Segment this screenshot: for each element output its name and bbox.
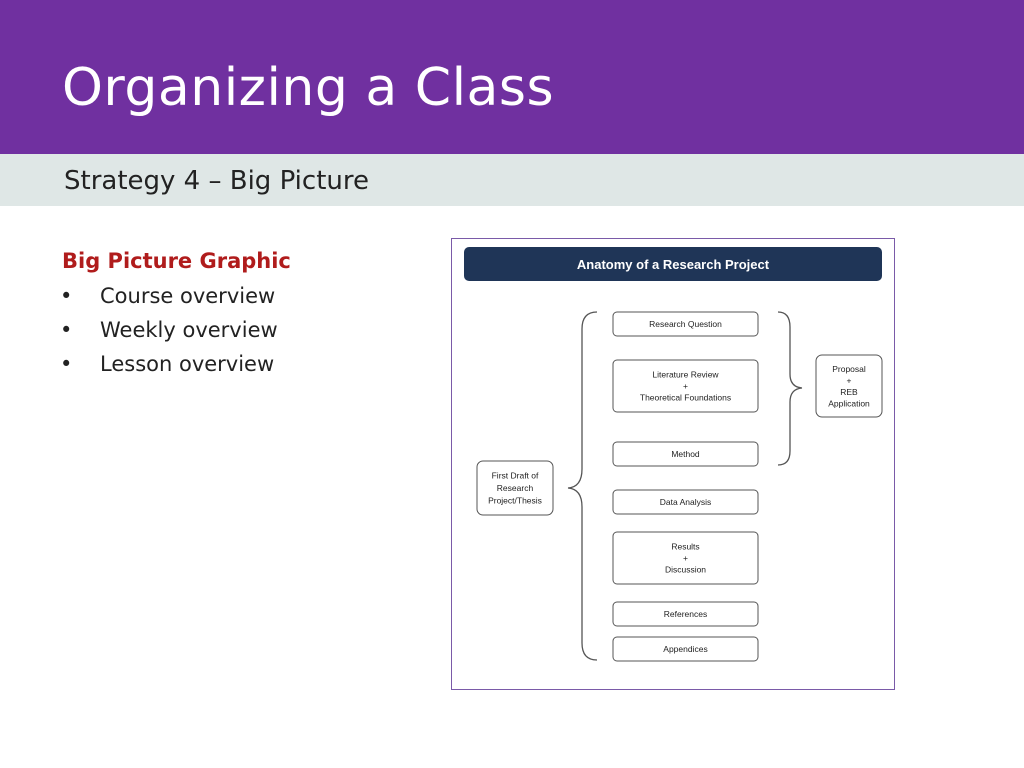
step-label: + [683,381,688,391]
step-box: Literature Review+ Theoretical Foundation… [612,359,759,413]
step-box-outline [612,489,759,515]
step-box: Appendices [612,636,759,662]
figure-title: Anatomy of a Research Project [577,257,770,272]
step-box-outline [612,359,759,413]
step-box-outline [612,531,759,585]
proposal-box [815,354,883,418]
first-draft-text: Project/Thesis [488,496,542,506]
step-label: Theoretical Foundations [640,393,731,403]
step-box: Research Question [612,311,759,337]
bullet-marker: • [60,318,73,342]
step-label: Discussion [665,565,706,575]
step-box: References [612,601,759,627]
slide-title: Organizing a Class [62,58,555,118]
figure-title-banner [464,247,882,281]
step-label: + [683,553,688,563]
step-label: Results [671,542,699,552]
step-box: Data Analysis [612,489,759,515]
first-draft-text: Research [497,483,534,493]
step-box-outline [612,636,759,662]
research-anatomy-figure: Anatomy of a Research Project First Draf… [451,238,895,690]
list-item: • Lesson overview [60,348,278,382]
bullet-text: Weekly overview [100,318,278,342]
proposal-text: Application [828,398,870,408]
subtitle-banner [0,154,1024,206]
first-draft-box [476,460,554,516]
step-box: Results+ Discussion [612,531,759,585]
step-label: Data Analysis [660,497,712,507]
bullet-text: Course overview [100,284,276,308]
step-box: Method [612,441,759,467]
bullet-marker: • [60,284,73,308]
step-label: Literature Review [652,370,719,380]
proposal-text: REB [840,387,858,397]
bullet-text: Lesson overview [100,352,275,376]
step-label: References [664,609,707,619]
title-banner [0,0,1024,154]
slide-subtitle: Strategy 4 – Big Picture [64,166,369,196]
step-label: Appendices [663,644,707,654]
bullet-list: • Course overview • Weekly overview • Le… [60,280,278,382]
step-box-outline [612,441,759,467]
step-box-outline [612,601,759,627]
first-draft-text: First Draft of [492,471,539,481]
step-label: Research Question [649,319,722,329]
step-label: Method [671,449,700,459]
right-brace [777,311,803,466]
list-item: • Course overview [60,280,278,314]
proposal-text: + [847,375,852,385]
left-brace [567,311,598,661]
proposal-text: Proposal [832,364,866,374]
diagram-canvas: Anatomy of a Research Project First Draf… [464,247,883,662]
step-box-outline [612,311,759,337]
bullet-marker: • [60,352,73,376]
content-heading: Big Picture Graphic [62,249,291,273]
list-item: • Weekly overview [60,314,278,348]
